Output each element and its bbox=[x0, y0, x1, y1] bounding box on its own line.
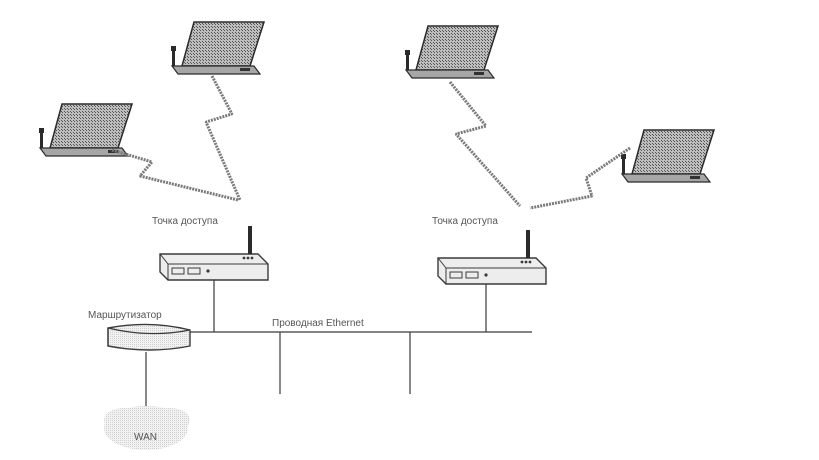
access-point-left-label: Точка доступа bbox=[152, 216, 218, 227]
laptop-1-icon bbox=[38, 103, 133, 157]
wireless-link-2 bbox=[204, 75, 242, 201]
wan-cloud-icon bbox=[104, 406, 190, 450]
wireless-link-1 bbox=[111, 148, 239, 202]
ethernet-label: Проводная Ethernet bbox=[272, 318, 364, 329]
switch-label: Маршрутизатор bbox=[88, 310, 162, 321]
wireless-link-4 bbox=[529, 146, 631, 210]
wireless-link-3 bbox=[448, 81, 522, 207]
laptop-2-icon bbox=[170, 21, 265, 75]
access-point-left-icon bbox=[159, 225, 269, 281]
access-point-right-label: Точка доступа bbox=[432, 216, 498, 227]
wan-label: WAN bbox=[134, 432, 157, 443]
laptop-3-icon bbox=[404, 25, 499, 79]
access-point-right-icon bbox=[437, 229, 547, 285]
laptop-4-icon bbox=[620, 129, 715, 183]
switch-icon bbox=[107, 323, 191, 351]
